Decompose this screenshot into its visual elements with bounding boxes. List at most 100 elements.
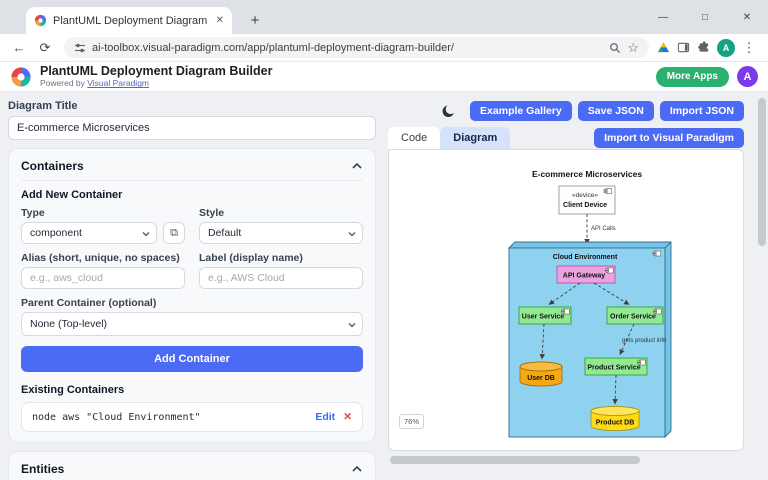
display-name-input[interactable] — [199, 267, 363, 289]
powered-by: Powered by Visual Paradigm — [40, 78, 150, 89]
svg-text:User Service: User Service — [522, 314, 565, 321]
api-gateway-node: API Gateway — [556, 265, 616, 284]
back-icon[interactable]: ← — [12, 40, 26, 55]
zoom-icon[interactable] — [609, 42, 621, 54]
more-apps-button[interactable]: More Apps — [655, 66, 729, 87]
svg-text:Cloud Environment: Cloud Environment — [553, 254, 618, 261]
preview-column: Example Gallery Save JSON Import JSON Co… — [388, 92, 744, 464]
existing-containers-title: Existing Containers — [21, 384, 125, 396]
address-bar[interactable]: ai-toolbox.visual-paradigm.com/app/plant… — [64, 37, 649, 58]
diagram-title-input[interactable] — [8, 116, 376, 140]
svg-text:Client Device: Client Device — [563, 202, 607, 209]
tab-code[interactable]: Code — [388, 127, 441, 149]
new-tab-button[interactable]: + — [250, 11, 260, 29]
diagram-preview-panel: E-commerce Microservices «device» Client… — [388, 149, 744, 451]
display-name-label: Label (display name) — [199, 252, 303, 264]
containers-card-header[interactable]: Containers — [21, 159, 363, 181]
svg-text:Product Service: Product Service — [587, 365, 640, 372]
manage-types-button[interactable]: ⧉ — [163, 222, 185, 244]
alias-label: Alias (short, unique, no spaces) — [21, 252, 180, 264]
tab-close-icon[interactable]: ✕ — [215, 15, 224, 26]
extensions-puzzle-icon[interactable] — [697, 41, 710, 54]
deployment-diagram: E-commerce Microservices «device» Client… — [507, 169, 672, 439]
entities-card-title: Entities — [21, 462, 65, 476]
preview-tabs: Code Diagram Import to Visual Paradigm — [388, 127, 744, 149]
refresh-icon[interactable]: ⟳ — [39, 39, 51, 55]
user-avatar[interactable]: A — [737, 66, 758, 87]
user-db-node: User DB — [519, 361, 563, 387]
import-to-visual-paradigm-button[interactable]: Import to Visual Paradigm — [594, 128, 744, 148]
browser-profile-avatar[interactable]: A — [717, 38, 735, 57]
gateway-to-user-arrow — [548, 282, 581, 305]
order-service-node: Order Service — [606, 306, 664, 325]
example-gallery-button[interactable]: Example Gallery — [470, 101, 572, 121]
svg-text:API Gateway: API Gateway — [563, 273, 606, 280]
chevron-up-icon[interactable] — [351, 465, 363, 473]
drive-icon[interactable] — [657, 41, 670, 54]
browser-toolbar: ← ⟳ ai-toolbox.visual-paradigm.com/app/p… — [0, 34, 768, 62]
browser-tab-strip: PlantUML Deployment Diagram ✕ + — □ ✕ — [0, 0, 768, 34]
user-service-node: User Service — [518, 306, 572, 325]
visual-paradigm-logo — [11, 66, 31, 87]
browser-tab[interactable]: PlantUML Deployment Diagram ✕ — [26, 7, 232, 34]
zoom-level-badge: 76% — [399, 414, 425, 429]
edit-container-link[interactable]: Edit — [315, 411, 336, 423]
builder-form-column: Diagram Title Containers Add New Contain… — [8, 100, 376, 480]
remove-container-button[interactable]: ✕ — [343, 411, 352, 423]
type-label: Type — [21, 207, 45, 219]
product-db-node: Product DB — [590, 406, 640, 431]
close-icon[interactable]: ✕ — [742, 11, 752, 23]
svg-text:Product DB: Product DB — [596, 420, 635, 427]
visual-paradigm-link[interactable]: Visual Paradigm — [87, 78, 150, 89]
window-controls: — □ ✕ — [642, 0, 768, 34]
app-content: Diagram Title Containers Add New Contain… — [0, 92, 768, 480]
side-panel-icon[interactable] — [677, 41, 690, 54]
app-identity: PlantUML Deployment Diagram Builder Powe… — [10, 63, 273, 89]
containers-card-title: Containers — [21, 159, 84, 173]
bookmark-star-icon[interactable]: ☆ — [627, 39, 639, 55]
parent-container-label: Parent Container (optional) — [21, 297, 157, 309]
tune-icon[interactable] — [74, 42, 86, 54]
diagram-title-text: E-commerce Microservices — [532, 169, 642, 179]
order-to-product-arrow: gets product info — [619, 323, 667, 355]
svg-text:API Calls: API Calls — [591, 226, 616, 232]
container-code: node aws "Cloud Environment" — [32, 411, 201, 423]
tab-diagram[interactable]: Diagram — [440, 127, 511, 149]
alias-input[interactable] — [21, 267, 185, 289]
chevron-down-icon — [348, 232, 356, 237]
save-json-button[interactable]: Save JSON — [577, 101, 654, 121]
user-service-to-db-arrow — [539, 323, 545, 360]
cloud-environment-node: Cloud Environment API Gateway — [507, 241, 672, 439]
parent-container-select[interactable]: None (Top-level) — [21, 312, 363, 336]
browser-extensions-area: A ⋮ — [657, 37, 760, 59]
horizontal-scrollbar[interactable] — [388, 456, 744, 464]
dark-mode-toggle[interactable] — [441, 104, 456, 119]
chevron-down-icon — [142, 232, 150, 237]
type-select[interactable]: component — [21, 222, 157, 244]
entities-card: Entities — [8, 451, 376, 480]
entities-card-header[interactable]: Entities — [21, 462, 363, 476]
kebab-menu-icon[interactable]: ⋮ — [742, 39, 756, 55]
svg-text:User DB: User DB — [527, 375, 555, 382]
app-title: PlantUML Deployment Diagram Builder — [40, 63, 273, 78]
api-calls-arrow: API Calls — [584, 214, 616, 245]
maximize-icon[interactable]: □ — [701, 11, 709, 23]
app-header: PlantUML Deployment Diagram Builder Powe… — [0, 62, 768, 92]
diagram-title-label: Diagram Title — [8, 100, 78, 112]
chevron-up-icon[interactable] — [351, 162, 363, 170]
url-text: ai-toolbox.visual-paradigm.com/app/plant… — [92, 41, 454, 54]
style-select[interactable]: Default — [199, 222, 363, 244]
svg-text:Order Service: Order Service — [610, 314, 656, 321]
product-service-node: Product Service — [584, 357, 648, 376]
client-device-node: «device» Client Device — [558, 185, 616, 215]
horizontal-scrollbar-thumb[interactable] — [390, 456, 640, 464]
add-container-button[interactable]: Add Container — [21, 346, 363, 372]
add-new-container-title: Add New Container — [21, 189, 123, 201]
import-json-button[interactable]: Import JSON — [659, 101, 744, 121]
minimize-icon[interactable]: — — [658, 11, 668, 23]
vertical-scrollbar-thumb[interactable] — [758, 98, 766, 246]
svg-text:gets product info: gets product info — [622, 338, 667, 344]
moon-icon — [442, 105, 454, 117]
existing-container-row: node aws "Cloud Environment" Edit ✕ — [21, 402, 363, 432]
duplicate-icon: ⧉ — [170, 226, 178, 239]
